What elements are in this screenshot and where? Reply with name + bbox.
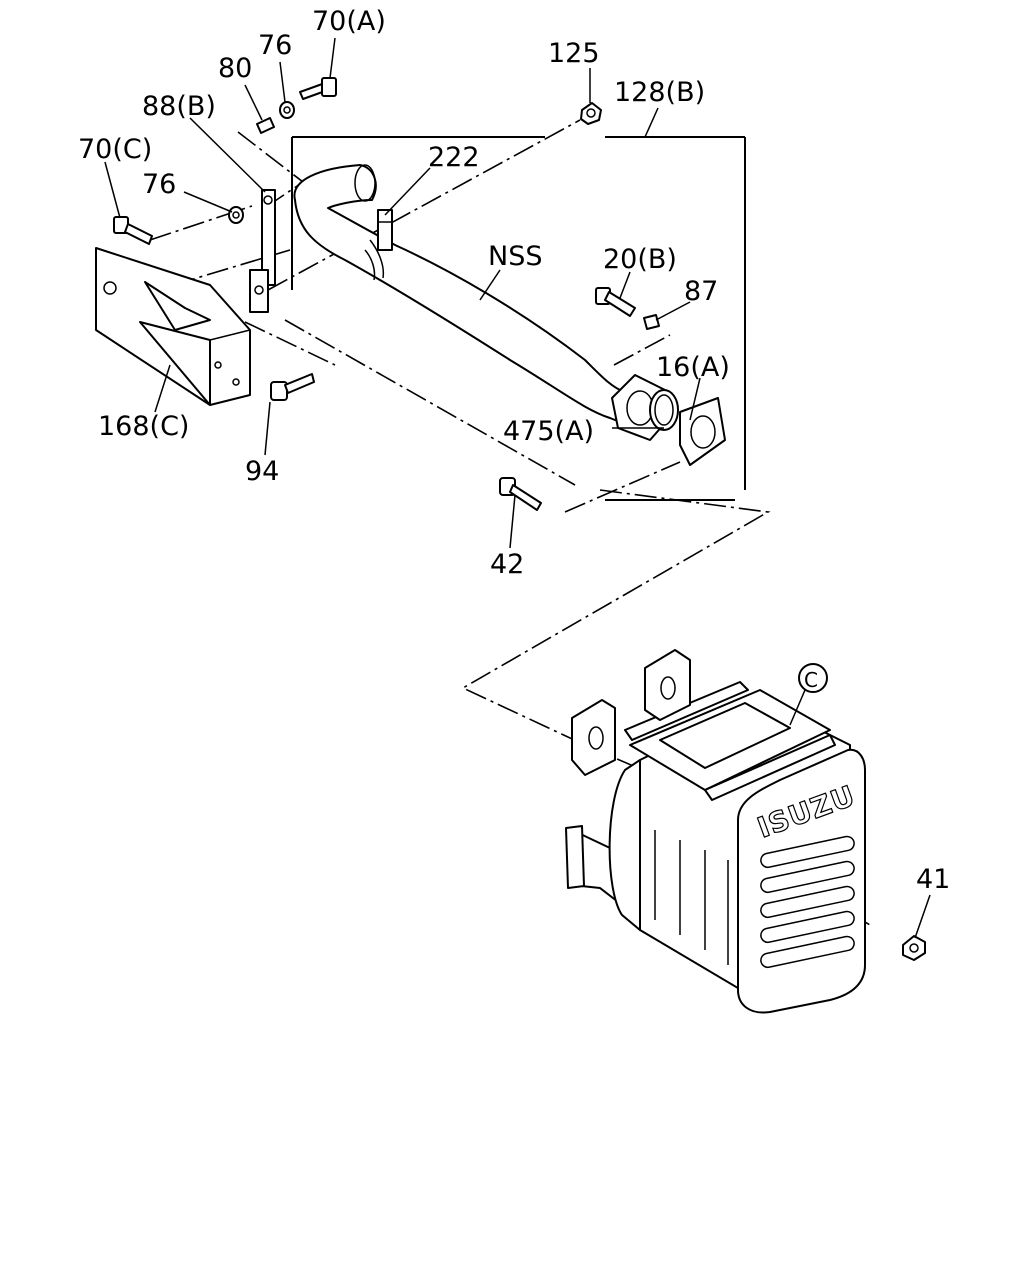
exhaust-pipe	[293, 164, 651, 431]
nut-41	[902, 935, 926, 961]
label-87: 87	[684, 276, 718, 307]
label-70c: 70(C)	[78, 134, 152, 165]
label-168c: 168(C)	[98, 411, 189, 442]
group-bracket-128b	[291, 107, 746, 501]
label-76-left: 76	[142, 169, 176, 200]
washer-76-top	[279, 101, 295, 119]
hanger-88b	[249, 189, 276, 313]
reference-mark-c	[789, 663, 828, 726]
label-80: 80	[218, 53, 252, 84]
label-88b: 88(B)	[142, 91, 216, 122]
label-ref-c: C	[804, 668, 818, 692]
bracket-168c	[95, 247, 251, 406]
label-76-top: 76	[258, 30, 292, 61]
bolt-20b	[595, 287, 636, 317]
gasket-16a	[679, 397, 726, 466]
label-94: 94	[245, 456, 279, 487]
label-nss: NSS	[488, 241, 542, 272]
label-222: 222	[428, 142, 480, 173]
label-70a: 70(A)	[312, 6, 386, 37]
bolt-70c	[113, 216, 153, 245]
bolt-70a	[299, 77, 337, 100]
label-16a: 16(A)	[656, 352, 730, 383]
pipe-clamp-222	[377, 209, 393, 251]
pin-80	[256, 117, 275, 134]
bolt-94	[270, 373, 315, 401]
label-475a: 475(A)	[503, 416, 594, 447]
nut-87	[643, 314, 660, 330]
nut-125	[580, 102, 602, 125]
label-20b: 20(B)	[603, 244, 677, 275]
leader-lines	[104, 37, 931, 939]
muffler-assembly	[565, 649, 866, 1014]
gasket-475a	[649, 389, 679, 431]
washer-76-left	[228, 206, 244, 224]
label-41: 41	[916, 864, 950, 895]
part-labels: 70(A) 76 80 88(B) 70(C) 76 222 125 128(B…	[78, 6, 950, 895]
label-125: 125	[548, 38, 600, 69]
label-128b: 128(B)	[614, 77, 705, 108]
bolt-42	[499, 477, 542, 511]
label-42: 42	[490, 549, 524, 580]
